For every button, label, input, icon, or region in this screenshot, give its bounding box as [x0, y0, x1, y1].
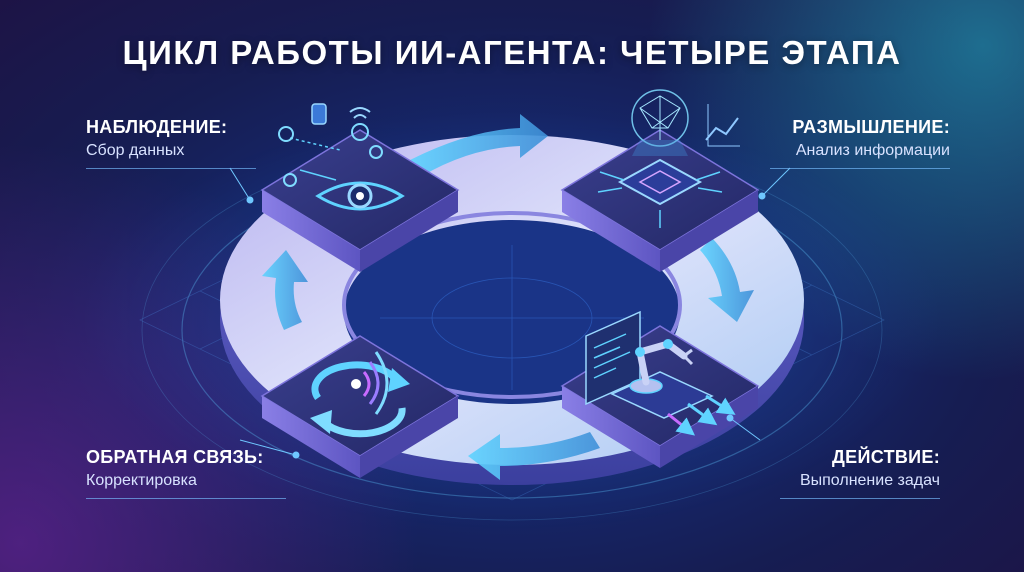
eye-sensor-icon	[278, 103, 405, 211]
arrow-feedback-to-observe	[262, 250, 308, 330]
leader-lines	[229, 167, 791, 459]
stage-subtitle: Анализ информации	[795, 142, 950, 159]
stage-label-observe: НАБЛЮДЕНИЕ: Сбор данных	[86, 117, 256, 169]
robot-arm-icon	[585, 310, 736, 436]
stage-title: ОБРАТНАЯ СВЯЗЬ:	[86, 447, 264, 467]
stage-divider	[86, 498, 286, 499]
stage-title: ДЕЙСТВИЕ:	[832, 447, 940, 467]
stage-title: РАЗМЫШЛЕНИЕ:	[792, 117, 950, 137]
stage-subtitle: Корректировка	[86, 472, 197, 489]
hole-grid	[380, 245, 644, 390]
stage-divider	[770, 168, 950, 169]
stage-divider	[86, 168, 256, 169]
arrow-think-to-act	[700, 238, 754, 322]
platform-feedback	[260, 335, 460, 478]
page-title: ЦИКЛ РАБОТЫ ИИ-АГЕНТА: ЧЕТЫРЕ ЭТАПА	[122, 34, 902, 71]
stage-label-feedback: ОБРАТНАЯ СВЯЗЬ: Корректировка	[86, 447, 286, 499]
stage-subtitle: Сбор данных	[86, 142, 185, 159]
ring-hole-edge	[342, 211, 682, 399]
stage-label-think: РАЗМЫШЛЕНИЕ: Анализ информации	[770, 117, 950, 169]
arrow-act-to-feedback	[468, 432, 600, 480]
platform-observe	[260, 103, 460, 272]
stage-subtitle: Выполнение задач	[799, 472, 940, 489]
brain-chip-icon	[597, 89, 740, 228]
platform-think	[560, 89, 760, 272]
feedback-loop-icon	[310, 351, 410, 438]
arrow-observe-to-think	[410, 114, 548, 176]
stage-title: НАБЛЮДЕНИЕ:	[86, 117, 228, 137]
platform-act	[560, 310, 760, 468]
stage-label-act: ДЕЙСТВИЕ: Выполнение задач	[780, 447, 940, 499]
stage-divider	[780, 498, 940, 499]
